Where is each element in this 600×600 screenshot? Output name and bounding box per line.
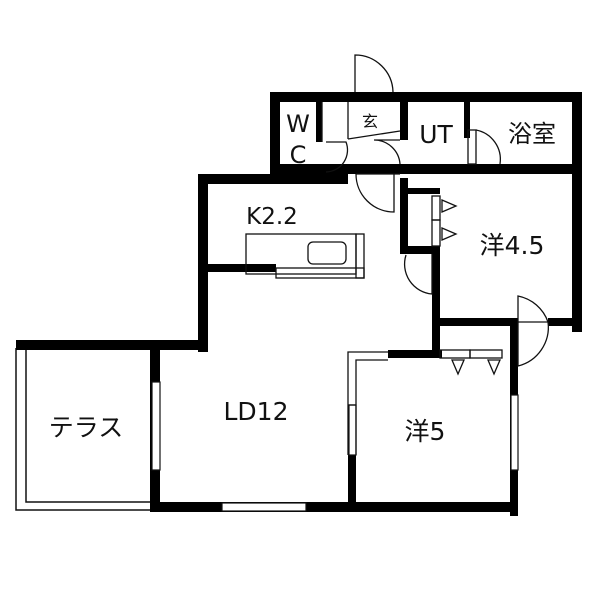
room-label-western-5: 洋5 — [405, 417, 446, 446]
room-label-ld: LD12 — [224, 397, 289, 426]
room-label-wc-1: W — [286, 110, 310, 138]
room-label-terrace: テラス — [49, 413, 124, 442]
room-label-ut: UT — [419, 120, 453, 149]
room-label-western-4-5: 洋4.5 — [480, 231, 545, 260]
room-label-kitchen: K2.2 — [246, 204, 298, 230]
terrace-outline — [15, 348, 152, 511]
windows — [151, 381, 519, 512]
thin-lines — [245, 102, 503, 455]
room-label-wc-2: C — [290, 141, 307, 169]
room-label-bath: 浴室 — [508, 120, 556, 148]
room-label-genkan: 玄 — [362, 112, 378, 131]
doors[interactable] — [325, 54, 549, 367]
